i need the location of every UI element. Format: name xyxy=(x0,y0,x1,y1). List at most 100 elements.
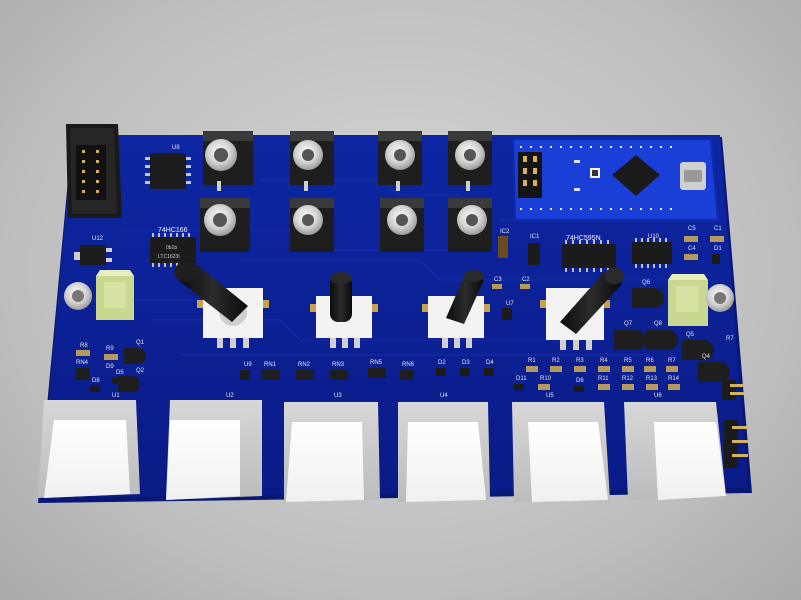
r5-label: R5 xyxy=(624,358,632,364)
r11-label: R11 xyxy=(598,376,609,382)
jack-socket-icon xyxy=(290,198,334,252)
q7-label: Q7 xyxy=(624,321,633,327)
r6-label: R6 xyxy=(646,358,654,364)
q2-label: Q2 xyxy=(136,368,145,374)
key-switch-icon: U4 xyxy=(398,393,490,502)
rn6-label: RN6 xyxy=(402,362,415,368)
c2-label: C2 xyxy=(522,277,530,283)
q8-label: Q8 xyxy=(654,321,663,327)
c3-label: C3 xyxy=(494,277,502,283)
to92-transistor-icon xyxy=(632,288,664,308)
ic2-label: IC2 xyxy=(500,229,510,235)
c5-label: C5 xyxy=(688,226,696,232)
r10-label: R10 xyxy=(540,376,552,382)
rn2-label: RN2 xyxy=(298,362,311,368)
knob xyxy=(330,276,352,322)
u8-chip: U8 xyxy=(145,145,191,189)
jack-socket-icon xyxy=(448,131,492,191)
d1-label: D1 xyxy=(714,246,722,252)
r7b-label: R7 xyxy=(668,358,676,364)
chip-74hc166-marking1: 0b1b xyxy=(166,245,177,251)
switch-label: U6 xyxy=(654,393,662,399)
rn3-label: RN3 xyxy=(332,362,345,368)
box-header-connector xyxy=(66,124,122,218)
r8-label: R8 xyxy=(80,343,88,349)
ic1-label: IC1 xyxy=(530,234,540,240)
chip-74hc166-label: 74HC166 xyxy=(158,227,188,234)
r13-label: R13 xyxy=(646,376,658,382)
switch-label: U4 xyxy=(440,393,448,399)
resistor-networks: U9 RN1 RN2 RN3 RN5 RN6 xyxy=(240,360,415,380)
to92-transistor-icon xyxy=(682,340,714,360)
jack-socket-icon xyxy=(380,198,424,252)
u9-label: U9 xyxy=(244,362,252,368)
key-switch-icon: U3 xyxy=(284,393,380,502)
u12-regulator: U12 xyxy=(74,236,112,265)
rn5-label: RN5 xyxy=(370,360,383,366)
chip-74hc595-label: 74HC595N xyxy=(566,235,601,242)
switch-label: U2 xyxy=(226,393,234,399)
knob xyxy=(560,270,622,334)
right-pin-header xyxy=(722,380,748,468)
knob xyxy=(178,264,248,322)
diodes-d2-d4: D2 D3 D4 xyxy=(436,360,494,376)
ic2-ic1-area: IC2 IC1 C3 C2 U7 xyxy=(492,229,540,320)
u10-label: U10 xyxy=(648,234,660,240)
c1-label: C1 xyxy=(714,226,722,232)
right-caps: C5 C1 C4 D1 xyxy=(684,226,724,264)
jack-sockets xyxy=(200,131,492,252)
u7-label: U7 xyxy=(506,301,514,307)
to92-transistor-icon xyxy=(614,330,646,350)
resistor-row-top: R1 R2 R3 R4 R5 R6 R7 xyxy=(526,358,678,372)
d9-label: D9 xyxy=(106,364,114,370)
key-switch-icon: U5 xyxy=(512,393,610,502)
c4-label: C4 xyxy=(688,246,696,252)
r1-label: R1 xyxy=(528,358,536,364)
u10-chip: U10 xyxy=(632,234,672,268)
q1-label: Q1 xyxy=(136,340,145,346)
audio-jack-left xyxy=(64,270,134,320)
to92-transistor-icon xyxy=(118,376,140,392)
r4-label: R4 xyxy=(600,358,608,364)
q5-label: Q5 xyxy=(686,332,695,338)
rn1-label: RN1 xyxy=(264,362,277,368)
to92-transistor-icon xyxy=(698,362,730,382)
audio-jack-right xyxy=(668,274,734,326)
r14-label: R14 xyxy=(668,376,680,382)
to92-transistor-icon xyxy=(124,348,146,364)
chip-74hc595: 74HC595N xyxy=(562,235,616,272)
key-switch-icon: U6 xyxy=(624,393,726,500)
d2-label: D2 xyxy=(438,360,446,366)
chip-74hc166-marking2: LTC1623I xyxy=(158,254,180,260)
switch-label: U5 xyxy=(546,393,554,399)
rn4-label: RN4 xyxy=(76,360,89,366)
to92-transistor-icon xyxy=(646,330,678,350)
u12-label: U12 xyxy=(92,236,104,242)
d3-label: D3 xyxy=(462,360,470,366)
jack-socket-icon xyxy=(203,131,253,191)
u8-label: U8 xyxy=(172,145,180,151)
jack-socket-icon xyxy=(200,198,250,252)
d6-label: D6 xyxy=(576,378,584,384)
d8-label: D8 xyxy=(92,378,100,384)
knob xyxy=(446,272,484,324)
resistor-row-bottom: D11 R10 D6 R11 R12 R13 R14 xyxy=(514,376,680,392)
d11-label: D11 xyxy=(516,376,527,382)
r7-label: R7 xyxy=(726,336,734,342)
r9-label: R9 xyxy=(106,346,114,352)
key-switches: U1 U2 U3 U4 U5 U6 xyxy=(38,393,726,502)
nano-board xyxy=(512,138,720,222)
switch-label: U3 xyxy=(334,393,342,399)
jack-socket-icon xyxy=(290,131,334,191)
r12-label: R12 xyxy=(622,376,634,382)
potentiometers xyxy=(174,262,624,350)
jack-socket-icon xyxy=(448,198,492,252)
transistors-right: Q6 Q7 Q8 Q5 Q4 R7 xyxy=(614,280,734,382)
r3-label: R3 xyxy=(576,358,584,364)
q4-label: Q4 xyxy=(702,354,711,360)
key-switch-icon: U1 xyxy=(38,393,140,498)
d5-label: D5 xyxy=(116,370,124,376)
key-switch-icon: U2 xyxy=(166,393,262,500)
potentiometer-icon xyxy=(422,296,490,348)
